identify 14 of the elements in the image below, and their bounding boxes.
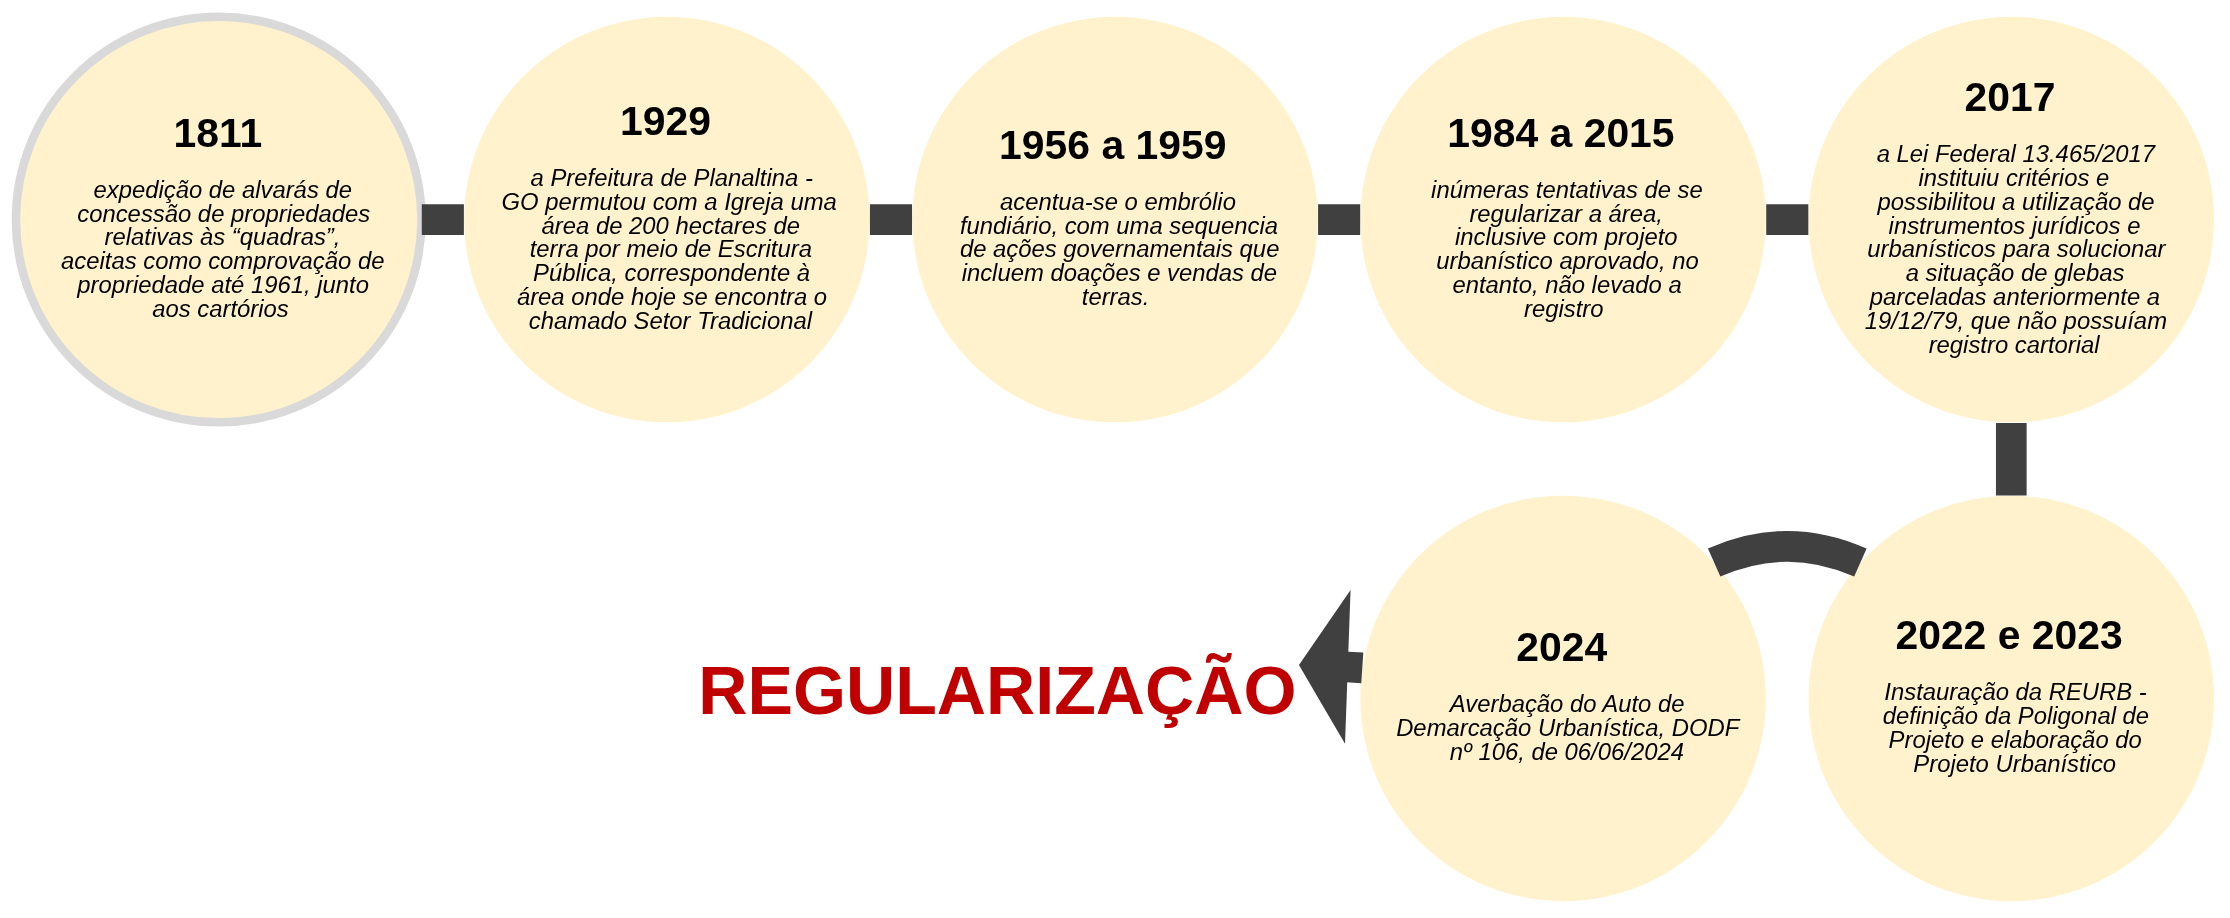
- node-text: REGULARIZAÇÃO: [698, 651, 1297, 728]
- node-circle: 1984 a 2015 inúmeras tentativas de se regularizar a área, inclusive com projeto urbanístico aprovado, no entanto, não levado a registro: [1360, 16, 1766, 423]
- node-circle: 1929 a Prefeitura de Planaltina - GO permutou com a Igreja uma área de 200 hectares de terra por meio de Escritura Pública, correspondente à área onde hoje se encontra o chamado Setor Tradicional: [464, 16, 870, 423]
- connector: [1766, 204, 1809, 235]
- connector: [421, 204, 464, 235]
- node-circle: 2022 e 2023 Instauração da REURB - definição da Poligonal de Projeto e elaboração do Projeto Urbanístico: [1808, 495, 2215, 902]
- node-circle: 2017 a Lei Federal 13.465/2017 instituiu critérios e possibilitou a utilização de instrumentos jurídicos e urbanísticos para solucionar a situação de glebas parceladas anteriormente a 19/12/79, que não possuíam registro cartorial: [1808, 16, 2215, 423]
- connector: [1318, 204, 1361, 235]
- arrow: [1298, 589, 1364, 744]
- node-circle: 1956 a 1959 acentua-se o embrólio fundiário, com uma sequencia de ações governamentais que incluem doações e vendas de terras.: [912, 16, 1318, 423]
- connector: [1995, 422, 2027, 496]
- node-circle: 1811 expedição de alvarás de concessão de propriedades relativas às “quadras”, aceitas como comprovação de propriedade até 1961, junto aos cartórios: [11, 12, 426, 427]
- node-circle: 2024 Averbação do Auto de Demarcação Urbanística, DODF nº 106, de 06/06/2024: [1360, 495, 1766, 902]
- connector: [869, 204, 913, 235]
